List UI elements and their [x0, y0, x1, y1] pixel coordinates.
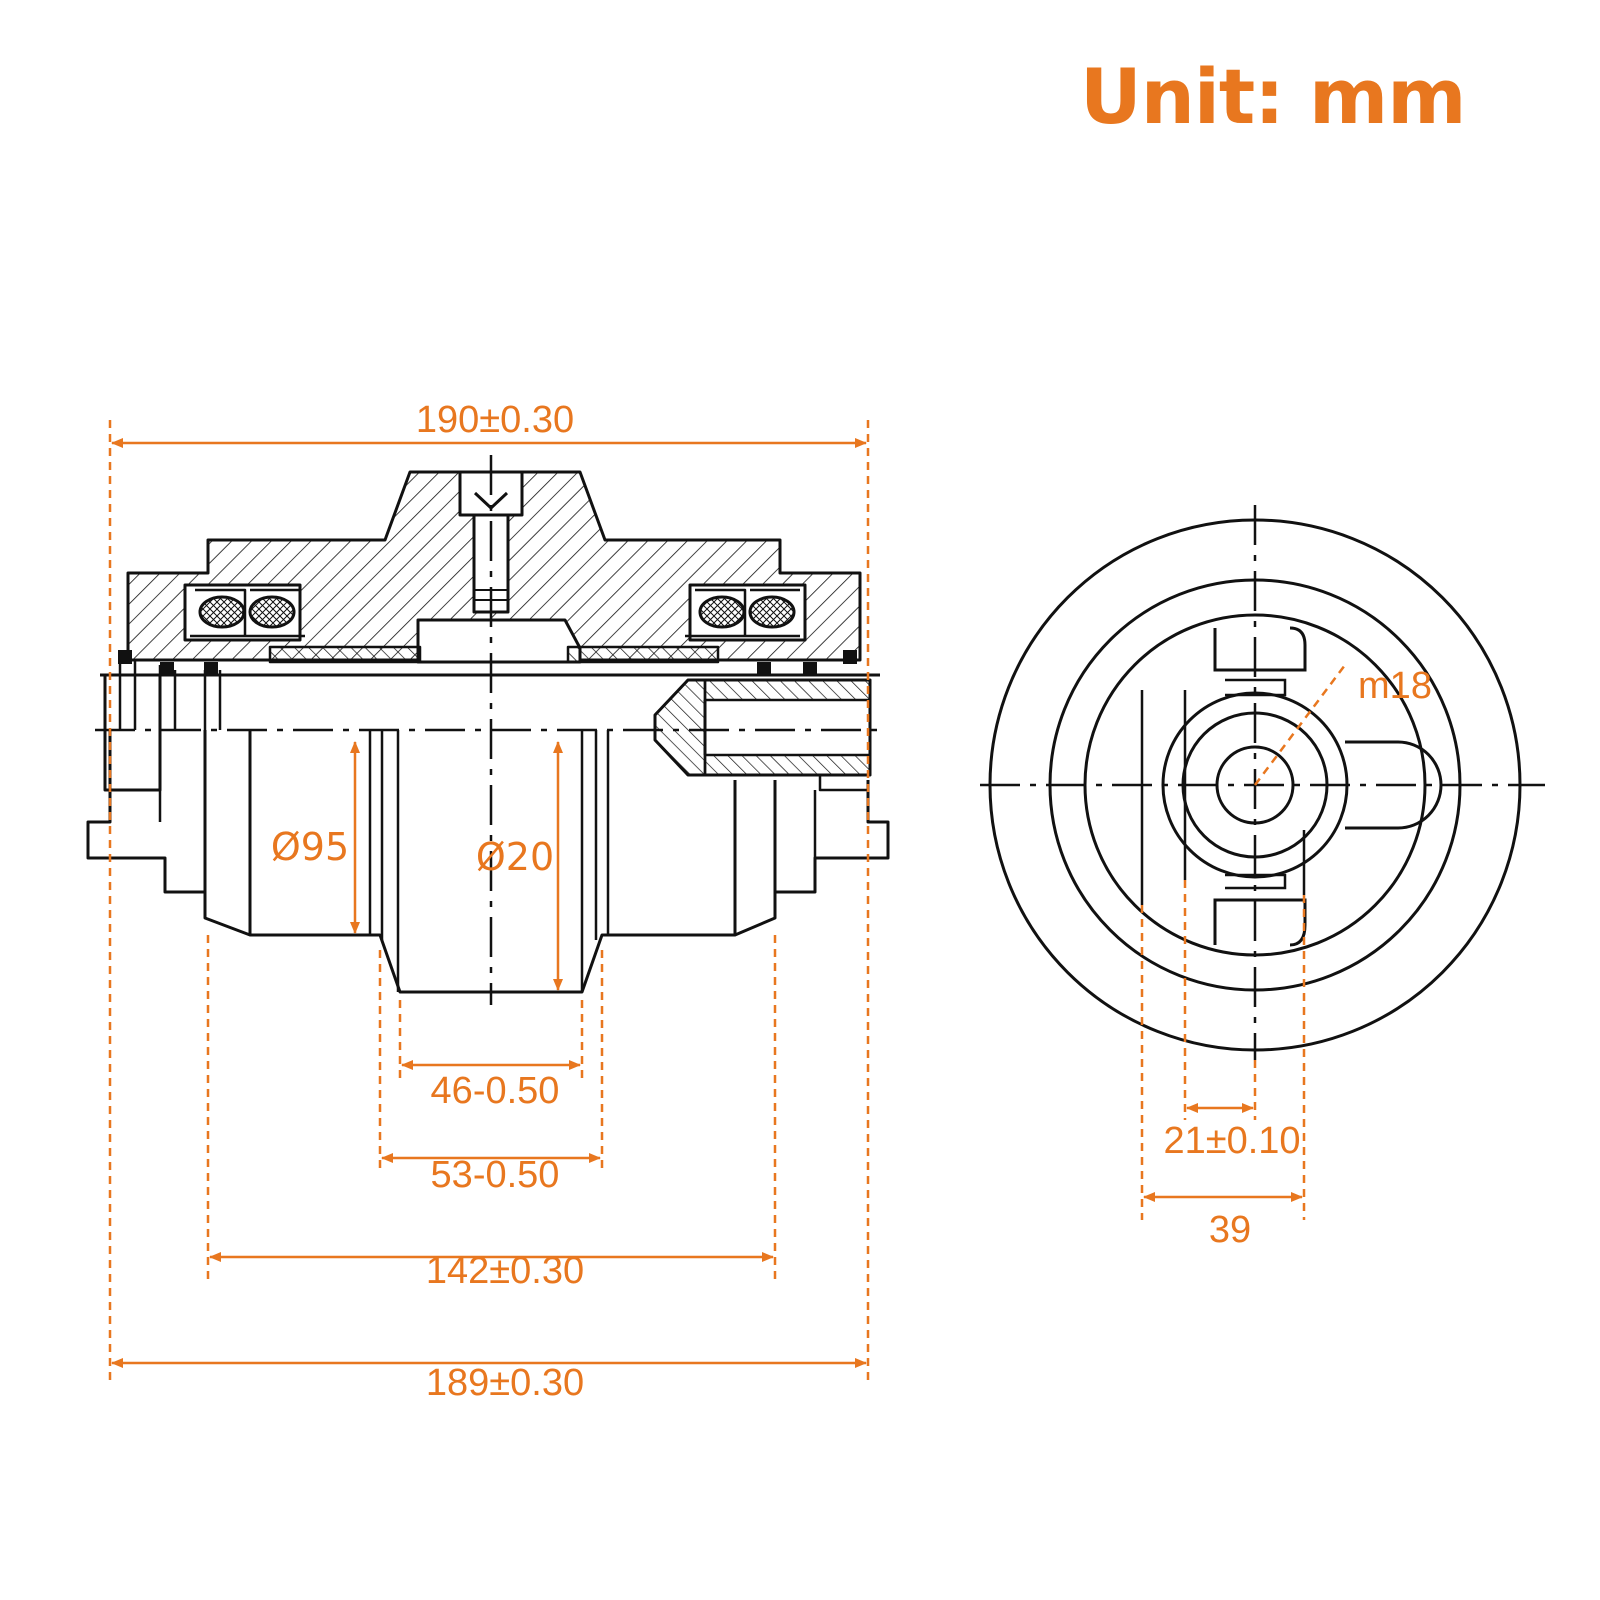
side-lug — [1345, 740, 1443, 830]
center-counterbore — [416, 618, 582, 664]
dim-text-189: 189±0.30 — [426, 1362, 584, 1404]
end-view — [980, 505, 1545, 1060]
unit-title: Unit: mm — [1080, 52, 1466, 141]
top-slot — [1213, 626, 1307, 672]
dim-text-21: 21±0.10 — [1163, 1120, 1300, 1162]
section-view — [86, 455, 890, 1005]
dim-text-46: 46-0.50 — [431, 1070, 560, 1112]
dim-text-190: 190±0.30 — [416, 399, 574, 441]
left-bushing — [268, 645, 422, 664]
right-bushing — [566, 645, 720, 664]
dim-text-142: 142±0.30 — [426, 1250, 584, 1292]
right-seal — [685, 588, 800, 638]
dim-text-53: 53-0.50 — [431, 1154, 560, 1196]
dimension-layer — [108, 420, 1346, 1380]
dim-text-20: Ø20 — [476, 835, 554, 879]
bottom-slot — [1213, 898, 1307, 947]
left-seal — [190, 588, 305, 638]
dim-text-95: Ø95 — [271, 825, 349, 869]
bolt-shank — [472, 513, 510, 614]
dim-text-39: 39 — [1209, 1209, 1251, 1251]
left-end-cap — [103, 675, 162, 792]
dim-text-thread: m18 — [1358, 665, 1432, 707]
